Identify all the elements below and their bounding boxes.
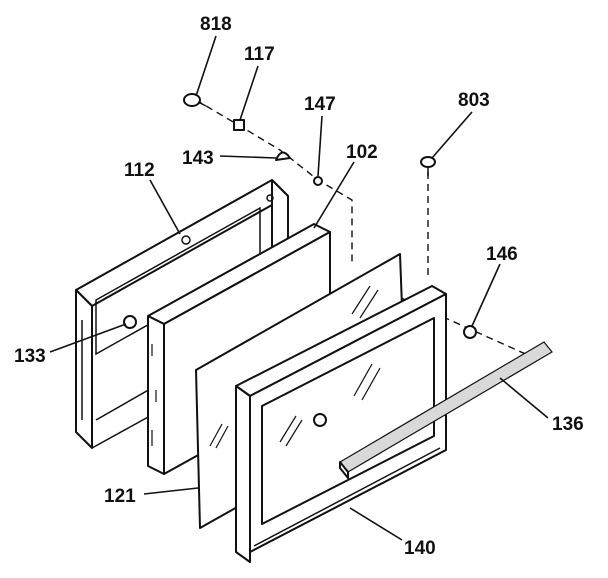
- leader-818: [195, 35, 217, 97]
- door-handle: [339, 341, 553, 479]
- callout-147: 147: [304, 94, 336, 115]
- callout-818: 818: [200, 14, 232, 35]
- callout-143: 143: [182, 148, 214, 169]
- handle-screw: [313, 413, 327, 427]
- leader-102: [313, 161, 355, 229]
- callout-803: 803: [458, 90, 490, 111]
- callout-133: 133: [14, 346, 46, 367]
- inner-door-liner: [75, 179, 289, 449]
- callout-121: 121: [104, 486, 136, 507]
- outer-door-frame: [235, 285, 447, 563]
- part-117-clip: [233, 119, 245, 131]
- callout-140: 140: [404, 538, 436, 559]
- leader-140: [349, 507, 403, 541]
- leader-117: [239, 65, 259, 121]
- callout-112: 112: [124, 160, 155, 181]
- leader-143: [219, 155, 277, 159]
- part-147-washer: [313, 176, 323, 186]
- leader-147: [317, 115, 323, 177]
- callout-136: 136: [552, 414, 584, 435]
- leader-803: [431, 111, 473, 159]
- callout-102: 102: [346, 142, 378, 163]
- assembly-line-hinge: [195, 99, 353, 262]
- leader-112: [149, 179, 181, 235]
- part-143-bumper: [275, 151, 291, 161]
- leader-136: [499, 377, 549, 419]
- part-133-bushing: [123, 315, 137, 329]
- callout-146: 146: [486, 244, 518, 265]
- leader-146: [471, 263, 501, 327]
- part-803-screw: [420, 156, 436, 176]
- part-146-bushing: [463, 325, 477, 339]
- callout-117: 117: [244, 44, 275, 65]
- leader-133: [49, 323, 127, 353]
- part-818-screw: [183, 93, 207, 107]
- leader-121: [143, 487, 199, 495]
